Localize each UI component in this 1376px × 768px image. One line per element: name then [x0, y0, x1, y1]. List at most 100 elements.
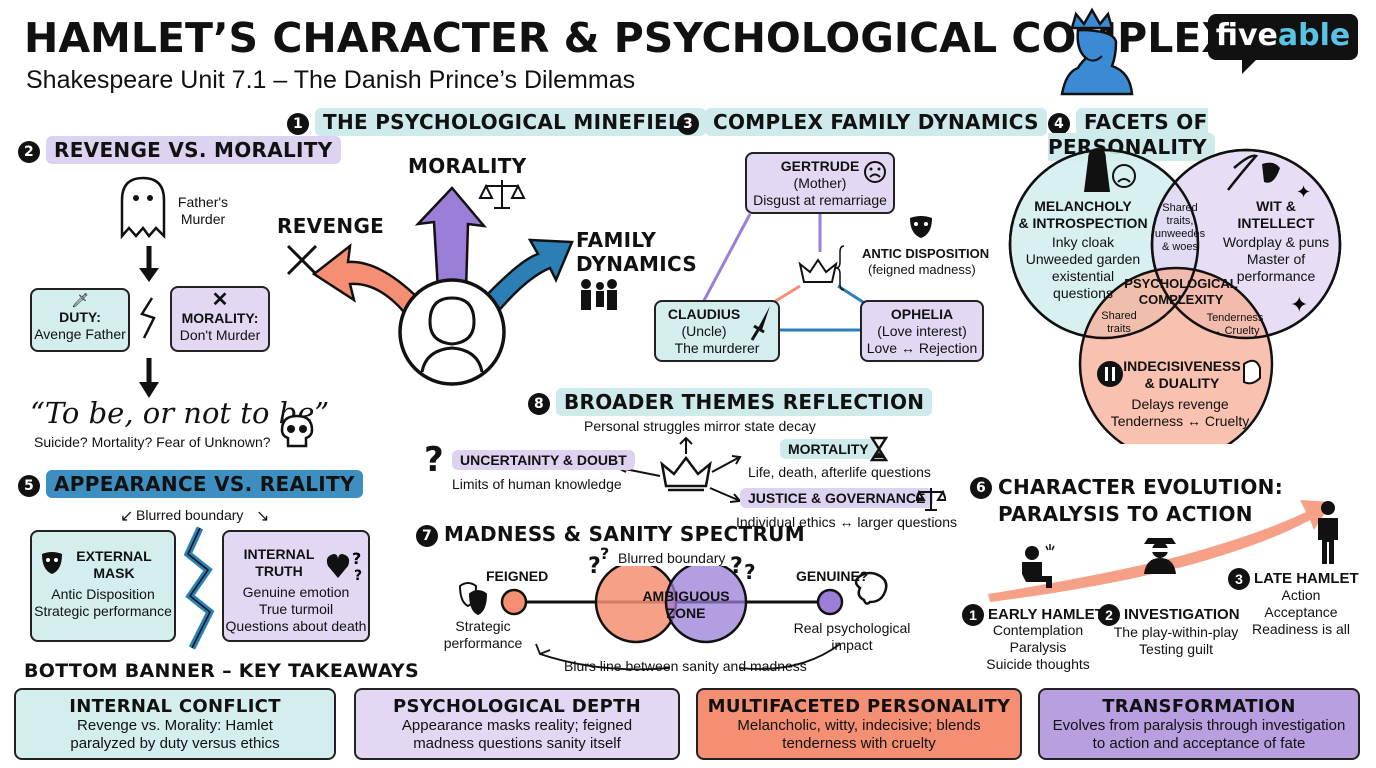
s8-sub: Personal struggles mirror state decay	[584, 418, 816, 434]
s7-number: 7	[416, 524, 438, 547]
gertrude-desc: Disgust at remarriage	[753, 192, 887, 208]
takeaway-psychological-depth: PSYCHOLOGICAL DEPTH Appearance masks rea…	[354, 688, 680, 760]
indecisiveness-text: Delays revenge Tenderness ↔ Cruelty	[1110, 396, 1250, 429]
morality-label: MORALITY	[408, 154, 527, 178]
uncertainty-title-text: UNCERTAINTY & DOUBT	[452, 450, 635, 470]
antic-title: ANTIC DISPOSITION	[862, 246, 990, 261]
late-hamlet-icon	[1318, 501, 1338, 564]
s7-title: 7 MADNESS & SANITY SPECTRUM	[416, 522, 805, 547]
justice-title-text: JUSTICE & GOVERNANCE	[740, 488, 934, 508]
page-subtitle: Shakespeare Unit 7.1 – The Danish Prince…	[26, 66, 636, 94]
gertrude-name: GERTRUDE	[780, 158, 860, 174]
fiveable-logo: fiveable	[1208, 14, 1358, 74]
arrow-down-icon	[139, 246, 159, 282]
takeaway-text: Evolves from paralysis through investiga…	[1052, 717, 1346, 752]
mortality-title: MORTALITY	[780, 439, 877, 459]
blurs-line-label: Blurs line between sanity and madness	[564, 658, 807, 674]
wit-title: WIT & INTELLECT	[1237, 198, 1315, 231]
svg-text:?: ?	[352, 550, 361, 568]
s7-blurred-label: Blurred boundary	[618, 550, 726, 566]
s6-number: 6	[970, 477, 992, 499]
morality-box: ✕ MORALITY: Don't Murder	[170, 286, 270, 352]
question-icon: ?	[600, 544, 610, 563]
inv-num: 2	[1098, 604, 1120, 626]
mask-icon	[910, 216, 932, 238]
claudius-box: CLAUDIUS (Uncle) The murderer	[654, 300, 780, 362]
minefield-diagram	[286, 180, 617, 386]
ophelia-name: OPHELIA	[890, 306, 954, 322]
takeaway-text: Appearance masks reality; feigned madnes…	[401, 717, 633, 752]
external-title: EXTERNAL MASK	[76, 548, 152, 581]
uncertainty-title: UNCERTAINTY & DOUBT	[452, 450, 635, 470]
s8-number: 8	[528, 392, 550, 415]
svg-text:✦: ✦	[1296, 182, 1311, 203]
internal-text: Genuine emotion True turmoil Questions a…	[225, 584, 367, 634]
s2-title-text: REVENGE VS. MORALITY	[46, 136, 341, 164]
question-icon: ?	[744, 560, 756, 584]
early-hamlet-icon	[1022, 544, 1055, 588]
takeaway-transformation: TRANSFORMATION Evolves from paralysis th…	[1038, 688, 1360, 760]
shared-top: Shared traits, unweedes & woes	[1154, 202, 1206, 253]
to-be-quote: “To be, or not to be”	[30, 396, 330, 430]
external-mask-box: EXTERNAL MASK Antic Disposition Strategi…	[30, 530, 176, 642]
brand-text-b: able	[1277, 18, 1351, 53]
shared-right: Tenderness ↔ Cruelty	[1206, 312, 1264, 337]
takeaway-title: INTERNAL CONFLICT	[69, 696, 281, 717]
s3-title: 3 COMPLEX FAMILY DYNAMICS	[677, 108, 1047, 136]
s8-title-text: BROADER THEMES REFLECTION	[556, 388, 933, 416]
genuine-label: GENUINE?	[796, 568, 869, 584]
dagger-icon	[750, 306, 770, 341]
quote-sub: Suicide? Mortality? Fear of Unknown?	[34, 434, 271, 450]
banner-title: BOTTOM BANNER – KEY TAKEAWAYS	[24, 660, 419, 682]
question-mark-icon: ?	[424, 440, 445, 480]
boundary-bolt-icon	[183, 526, 215, 650]
feigned-label: FEIGNED	[486, 568, 549, 584]
inv-title-text: INVESTIGATION	[1124, 605, 1240, 623]
takeaway-title: TRANSFORMATION	[1102, 696, 1296, 717]
svg-text:✦: ✦	[1290, 293, 1308, 318]
takeaway-text: Revenge vs. Morality: Hamlet paralyzed b…	[70, 717, 280, 752]
early-num: 1	[962, 604, 984, 626]
s3-title-text: COMPLEX FAMILY DYNAMICS	[705, 108, 1047, 136]
s5-title-text: APPEARANCE VS. REALITY	[46, 470, 363, 498]
uncertainty-text: Limits of human knowledge	[452, 476, 622, 492]
gertrude-box: GERTRUDE (Mother) Disgust at remarriage	[745, 152, 895, 214]
shared-left: Shared traits	[1101, 310, 1137, 335]
takeaway-title: PSYCHOLOGICAL DEPTH	[392, 696, 642, 717]
s8-title: 8 BROADER THEMES REFLECTION	[528, 388, 933, 416]
ghost-label: Father's Murder	[177, 194, 229, 227]
family-label: FAMILY DYNAMICS	[576, 228, 698, 276]
mortality-text: Life, death, afterlife questions	[748, 464, 931, 480]
duty-text: Avenge Father	[34, 326, 126, 342]
s7-title-text: MADNESS & SANITY SPECTRUM	[444, 522, 805, 546]
internal-truth-box: INTERNAL TRUTH ?? Genuine emotion True t…	[222, 530, 370, 642]
scales-icon	[916, 488, 946, 511]
s4-number: 4	[1048, 112, 1070, 135]
gertrude-role: (Mother)	[793, 175, 847, 191]
sad-face-icon	[864, 161, 886, 183]
venn-diagram: ✦ ✦	[1008, 148, 1342, 444]
claudius-desc: The murderer	[674, 340, 760, 356]
question-icon: ?	[588, 554, 602, 579]
takeaway-multifaceted-personality: MULTIFACETED PERSONALITY Melancholic, wi…	[696, 688, 1022, 760]
strategic-label: Strategic performance	[443, 618, 523, 651]
claudius-role: (Uncle)	[681, 323, 727, 339]
s3-number: 3	[677, 112, 699, 135]
takeaway-title: MULTIFACETED PERSONALITY	[707, 696, 1011, 717]
s4-title-text: FACETS OF PERSONALITY	[1048, 108, 1215, 161]
curve-arrow-left-icon: ↙	[120, 508, 134, 525]
wit-text: Wordplay & puns Master of performance	[1222, 234, 1330, 284]
heart-icon: ??	[326, 550, 362, 582]
justice-title: JUSTICE & GOVERNANCE	[740, 488, 934, 508]
ghost-icon	[120, 176, 166, 240]
ophelia-box: OPHELIA (Love interest) Love ↔ Rejection	[860, 300, 984, 362]
s6-title-text: CHARACTER EVOLUTION: PARALYSIS TO ACTION	[998, 475, 1284, 526]
external-text: Antic Disposition Strategic performance	[34, 586, 172, 619]
